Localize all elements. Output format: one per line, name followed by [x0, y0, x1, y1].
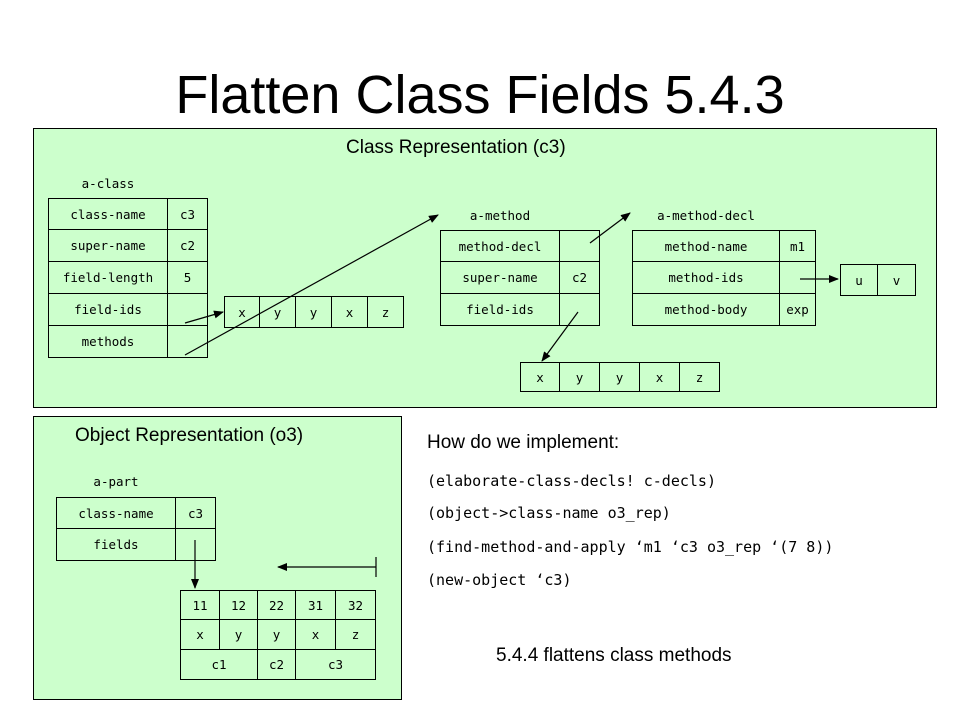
a-method-decl-header: a-method-decl [657, 207, 755, 223]
field-id-label: y [258, 620, 296, 650]
method-field-id-cell: z [680, 362, 720, 392]
a-method-decl-field-value [780, 262, 816, 294]
field-class-label: c3 [296, 650, 376, 680]
a-class-field-name: super-name [48, 230, 168, 262]
field-class-label: c2 [258, 650, 296, 680]
a-method-field-value: c2 [560, 262, 600, 294]
field-value-cell: 31 [296, 590, 336, 620]
code-line: (find-method-and-apply ‘m1 ‘c3 o3_rep ‘(… [427, 538, 834, 556]
class-representation-panel [33, 128, 937, 408]
field-id-cell: y [260, 296, 296, 328]
a-class-field-name: field-length [48, 262, 168, 294]
code-line: (new-object ‘c3) [427, 571, 572, 589]
implement-heading: How do we implement: [427, 432, 620, 453]
a-part-field-value: c3 [176, 497, 216, 529]
a-method-decl-field-name: method-name [632, 230, 780, 262]
code-line: (elaborate-class-decls! c-decls) [427, 472, 716, 490]
method-field-id-cell: y [600, 362, 640, 392]
a-part-field-value [176, 529, 216, 561]
a-method-decl-field-value: exp [780, 294, 816, 326]
field-id-label: z [336, 620, 376, 650]
field-value-cell: 11 [180, 590, 220, 620]
a-class-field-name: class-name [48, 198, 168, 230]
a-method-field-name: super-name [440, 262, 560, 294]
a-method-decl-field-value: m1 [780, 230, 816, 262]
a-part-field-name: fields [56, 529, 176, 561]
class-panel-title: Class Representation (c3) [346, 137, 566, 158]
method-field-id-cell: y [560, 362, 600, 392]
field-id-label: x [180, 620, 220, 650]
field-class-label: c1 [180, 650, 258, 680]
a-class-field-value [168, 326, 208, 358]
field-id-cell: x [224, 296, 260, 328]
field-value-cell: 22 [258, 590, 296, 620]
a-method-header: a-method [469, 207, 531, 223]
a-class-field-value: c3 [168, 198, 208, 230]
a-part-header: a-part [93, 473, 139, 489]
method-field-id-cell: x [640, 362, 680, 392]
a-method-decl-field-name: method-body [632, 294, 780, 326]
a-class-header: a-class [81, 175, 135, 191]
a-class-field-name: methods [48, 326, 168, 358]
object-representation-panel [33, 416, 402, 700]
slide-title: Flatten Class Fields 5.4.3 [175, 65, 785, 125]
field-id-cell: z [368, 296, 404, 328]
a-part-field-name: class-name [56, 497, 176, 529]
field-id-cell: y [296, 296, 332, 328]
method-id-cell: v [878, 264, 916, 296]
a-method-field-name: field-ids [440, 294, 560, 326]
field-id-label: y [220, 620, 258, 650]
a-method-field-value [560, 230, 600, 262]
footer-note: 5.4.4 flattens class methods [496, 645, 732, 666]
a-class-field-name: field-ids [48, 294, 168, 326]
object-panel-title: Object Representation (o3) [75, 425, 304, 446]
a-method-field-name: method-decl [440, 230, 560, 262]
a-class-field-value: c2 [168, 230, 208, 262]
field-id-label: x [296, 620, 336, 650]
code-line: (object->class-name o3_rep) [427, 504, 671, 522]
a-method-field-value [560, 294, 600, 326]
a-class-field-value [168, 294, 208, 326]
field-id-cell: x [332, 296, 368, 328]
method-field-id-cell: x [520, 362, 560, 392]
field-value-cell: 32 [336, 590, 376, 620]
method-id-cell: u [840, 264, 878, 296]
field-value-cell: 12 [220, 590, 258, 620]
a-method-decl-field-name: method-ids [632, 262, 780, 294]
a-class-field-value: 5 [168, 262, 208, 294]
